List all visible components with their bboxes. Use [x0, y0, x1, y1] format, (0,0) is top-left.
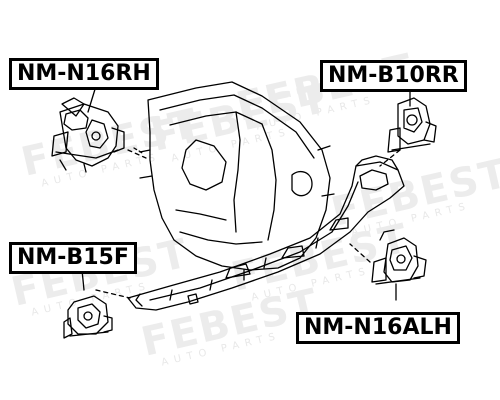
leader-lines [95, 149, 401, 299]
part-label-nm-b10rr: NM-B10RR [320, 60, 467, 92]
part-nm-n16alh-drawing [371, 229, 427, 285]
part-nm-b10rr-drawing [387, 97, 437, 153]
engine-block [133, 81, 335, 271]
part-label-nm-n16rh: NM-N16RH [9, 58, 159, 90]
part-label-nm-n16alh: NM-N16ALH [296, 312, 460, 344]
part-nm-n16rh-drawing [51, 97, 125, 173]
part-label-nm-b15f: NM-B15F [9, 242, 137, 274]
subframe-crossmember [127, 155, 405, 311]
part-nm-b15f-drawing [63, 295, 113, 339]
